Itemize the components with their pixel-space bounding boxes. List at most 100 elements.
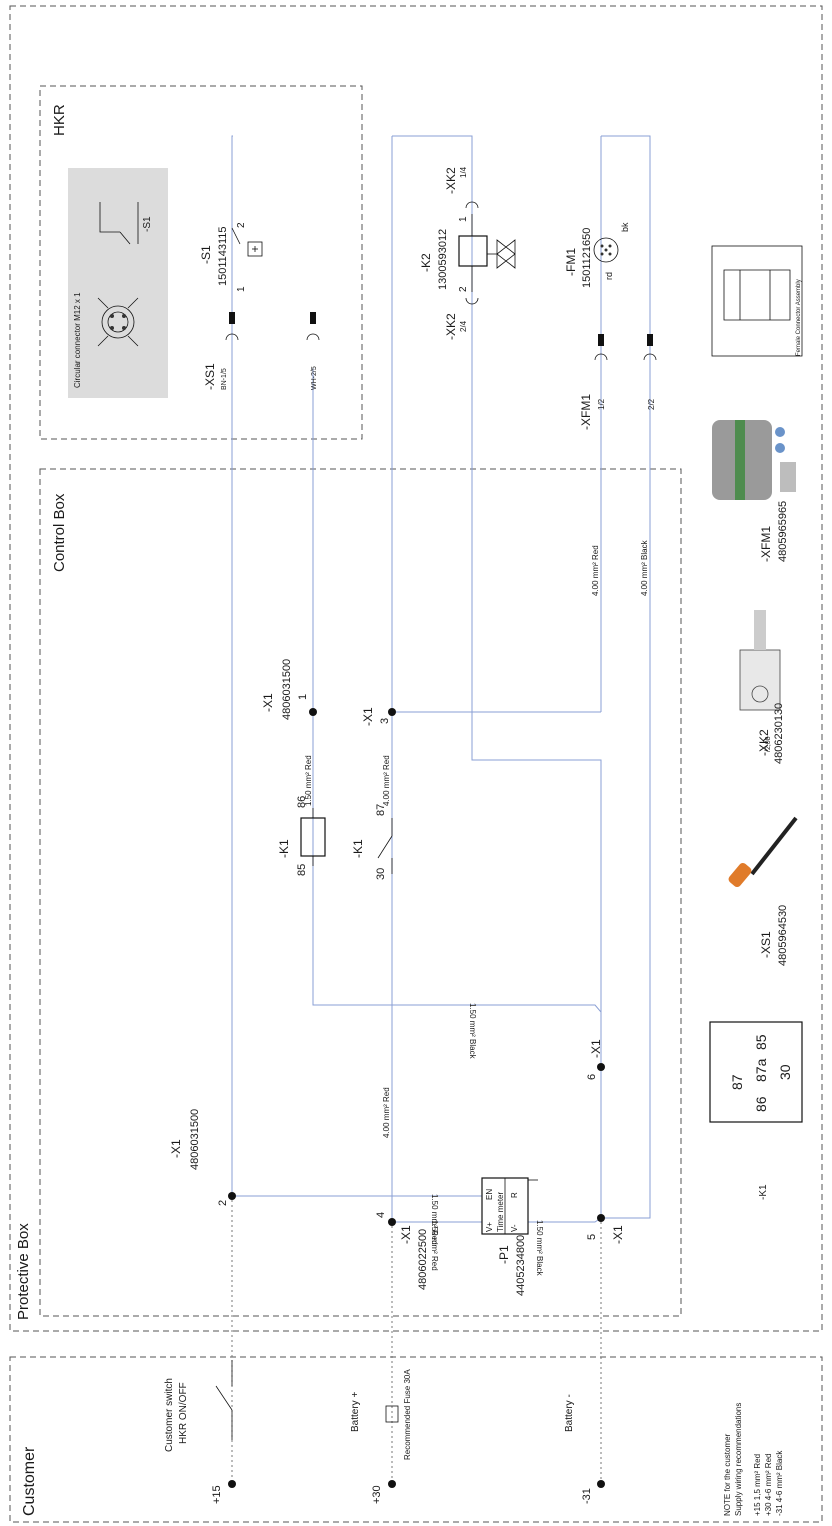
x1-t3: 3 <box>379 718 391 724</box>
terminal-plus30 <box>388 1480 396 1488</box>
xk2-photo-label: -XK2 <box>757 729 771 756</box>
wire-label-x1-4: 4.00 mm² Red <box>382 1087 391 1138</box>
customer-switch-symbol <box>215 1360 233 1440</box>
x1-label-6: -X1 <box>589 1039 603 1058</box>
note-line-2: Supply wiring recommendations <box>734 1403 743 1516</box>
customer-dotted-links <box>231 1200 602 1480</box>
terminal-plus15 <box>228 1480 236 1488</box>
xfm1-22: 2/2 <box>647 398 656 410</box>
switch-label-2: HKR ON/OFF <box>178 1382 189 1444</box>
k1-label: -K1 <box>277 839 291 858</box>
wires <box>231 135 651 1223</box>
wire-label-vplus: 1.50 mm² Red <box>430 1220 439 1271</box>
customer-box-title: Customer <box>21 1446 38 1516</box>
k1-t30: 30 <box>375 868 387 880</box>
wire-label-black-bridge: 1.50 mm² Black <box>468 1003 477 1060</box>
k1-contact-label: -K1 <box>351 839 365 858</box>
s1-t2: 2 <box>236 222 247 228</box>
x1-t4: 4 <box>375 1212 387 1218</box>
p1-part: 4405234800 <box>515 1235 527 1296</box>
s1-panel-label: -S1 <box>142 216 153 232</box>
xfm1-connector <box>594 334 657 361</box>
xk2-photo-part: 4806230130 <box>773 703 785 764</box>
x1-t1: 1 <box>297 694 309 700</box>
k1-contact <box>377 818 393 874</box>
p1-title: Time meter <box>496 1192 505 1232</box>
protective-box-frame <box>9 5 823 1332</box>
hkr-box-title: HKR <box>51 104 68 136</box>
p1-time-meter <box>481 1177 538 1235</box>
x1-t6: 6 <box>586 1074 598 1080</box>
fm1-label: -FM1 <box>564 248 578 276</box>
x1-label-3: -X1 <box>361 707 375 726</box>
wire-label-k1-86: 1.50 mm² Red <box>304 755 313 806</box>
m12-connector-label: Circular connector M12 x 1 <box>73 292 82 388</box>
assembly-title: Female Connector Assembly <box>796 279 802 356</box>
hkr-box-frame <box>39 85 363 440</box>
k1-pin-87: 87 <box>729 1074 745 1090</box>
terminal-x1-5 <box>597 1214 605 1222</box>
p1-label: -P1 <box>497 1245 511 1264</box>
k1-relay-coil <box>300 808 326 866</box>
xs1-photo-label: -XS1 <box>759 931 773 958</box>
x1-part-top: 4806031500 <box>281 659 293 720</box>
fm1-bk: bk <box>620 222 630 232</box>
xk2-14: 1/4 <box>459 166 468 178</box>
xk2-photo-sub: /2,08 <box>765 736 772 752</box>
k1-pinout-box <box>709 1021 803 1123</box>
xfm1-label: -XFM1 <box>579 394 593 430</box>
terminal-label-plus30: +30 <box>371 1485 383 1504</box>
k1-pinout-label: -K1 <box>758 1184 769 1200</box>
k1-pin-86: 86 <box>753 1096 769 1112</box>
terminal-label-plus15: +15 <box>211 1485 223 1504</box>
x1-label-2: -X1 <box>169 1139 183 1158</box>
xfm1-12: 1/2 <box>597 398 606 410</box>
terminal-minus31 <box>597 1480 605 1488</box>
fm1-rd: rd <box>604 272 614 280</box>
k1-pin-87a: 87a <box>753 1058 769 1082</box>
m12-connector-panel <box>68 168 168 398</box>
s1-t1: 1 <box>236 286 247 292</box>
s1-part: 1501143115 <box>217 226 229 286</box>
x1-label-4: -X1 <box>399 1225 413 1244</box>
note-line-5: -31 4-6 mm² Black <box>775 1450 784 1516</box>
x1-part-2: 4806031500 <box>189 1109 201 1170</box>
protective-box-title: Protective Box <box>15 1223 32 1320</box>
k1-t87: 87 <box>375 804 387 816</box>
xfm1-photo-label: -XFM1 <box>759 526 773 562</box>
k1-t85: 85 <box>296 864 308 876</box>
xs1-connector <box>225 312 320 341</box>
xk2-label-14: -XK2 <box>444 167 458 194</box>
control-box-frame <box>39 468 682 1317</box>
customer-box-frame <box>9 1356 823 1523</box>
s1-switch <box>231 227 263 257</box>
k2-label: -K2 <box>419 253 433 272</box>
x1-t2: 2 <box>217 1200 229 1206</box>
note-line-4: +30 4-6 mm² Red <box>764 1454 773 1516</box>
xs1-photo-part: 4805964530 <box>777 905 789 966</box>
terminal-x1-6 <box>597 1063 605 1071</box>
note-line-1: NOTE for the customer <box>723 1433 732 1516</box>
xfm1-photo-part: 4805965965 <box>777 501 789 562</box>
k2-t1: 1 <box>458 216 469 222</box>
p1-vplus: V+ <box>485 1222 494 1232</box>
female-connector-assembly-drawing <box>711 245 803 357</box>
k1-t86: 86 <box>296 796 308 808</box>
fm1-connector-icon <box>593 237 619 263</box>
fuse-label: Recommended Fuse 30A <box>403 1369 412 1460</box>
terminal-x1-1 <box>309 708 317 716</box>
xs1-label: -XS1 <box>203 363 217 390</box>
terminal-x1-3 <box>388 708 396 716</box>
xs1-bn: BN-1/5 <box>221 368 228 390</box>
terminal-x1-4 <box>388 1218 396 1226</box>
k1-pin-30: 30 <box>777 1064 793 1080</box>
fm1-part: 1501121650 <box>581 228 593 288</box>
wire-label-fm1-red: 4.00 mm² Red <box>591 545 600 596</box>
xk2-label-24: -XK2 <box>444 313 458 340</box>
control-box-title: Control Box <box>51 493 68 572</box>
wire-label-vminus: 1.50 mm² Black <box>535 1220 544 1277</box>
x1-label-top: -X1 <box>261 693 275 712</box>
terminal-label-minus31: -31 <box>581 1488 593 1504</box>
switch-label-1: Customer switch <box>164 1378 175 1452</box>
